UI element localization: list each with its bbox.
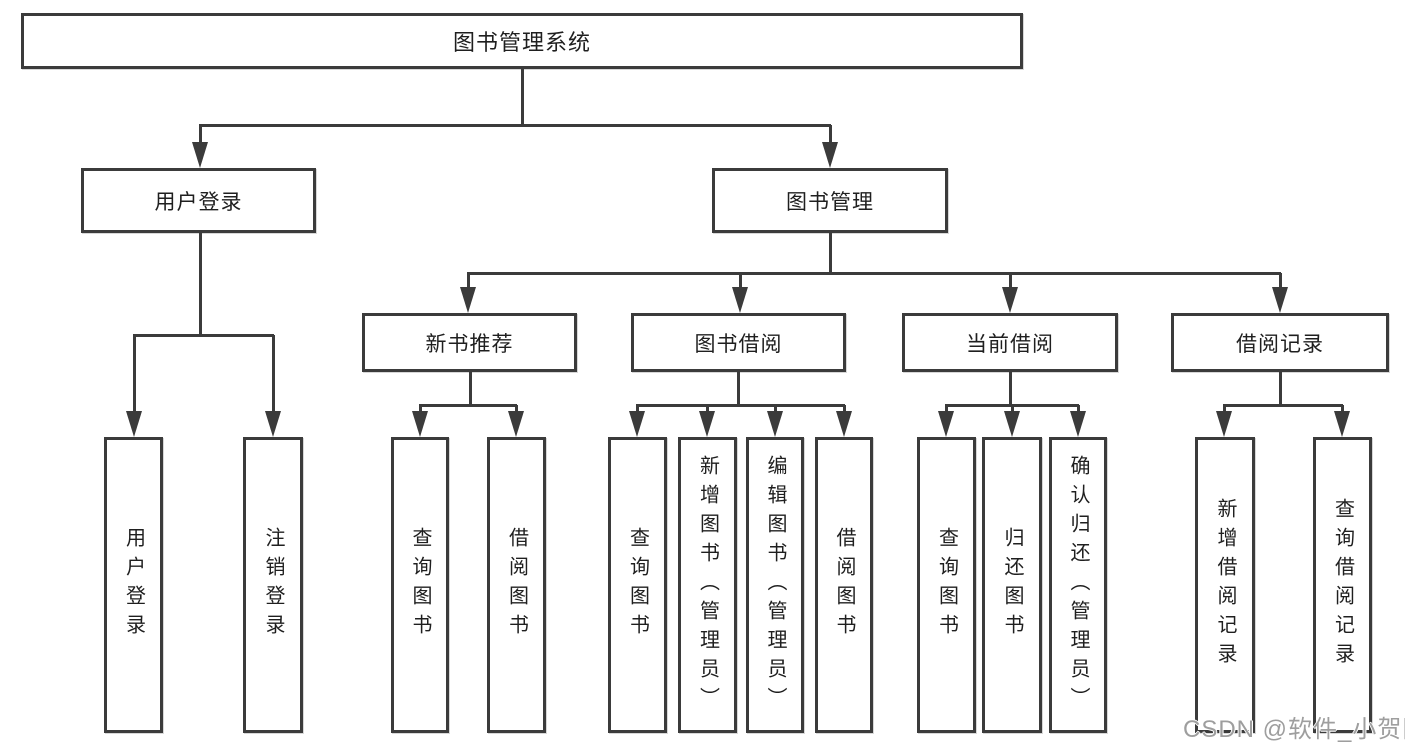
arrow-down-icon [732,287,748,313]
leaf-query-books-3: 查询图书 [917,437,976,733]
arrow-down-icon [192,142,208,168]
connector-line [1223,404,1343,407]
connector-line [272,335,275,415]
node-new-book-recommend: 新书推荐 [362,313,577,372]
connector-line [636,404,845,407]
node-root: 图书管理系统 [21,13,1023,69]
connector-line [1341,405,1344,415]
connector-line [1009,273,1012,291]
connector-line [199,233,202,337]
connector-line [419,405,422,415]
leaf-add-borrow-record: 新增借阅记录 [1195,437,1255,733]
arrow-down-icon [1002,287,1018,313]
arrow-down-icon [126,411,142,437]
arrow-down-icon [822,142,838,168]
arrow-down-icon [938,411,954,437]
watermark-text: CSDN @软件_小贺同学 [1183,716,1405,743]
connector-line [829,233,832,275]
connector-line [706,405,709,415]
leaf-edit-book-admin: 编辑图书（管理员） [746,437,804,733]
connector-line [1077,405,1080,415]
arrow-down-icon [1334,411,1350,437]
connector-line [829,125,832,146]
node-user-login: 用户登录 [81,168,316,233]
connector-line [774,405,777,415]
leaf-confirm-return-admin: 确认归还（管理员） [1049,437,1107,733]
leaf-borrow-books-2: 借阅图书 [815,437,873,733]
connector-line [467,273,470,291]
arrow-down-icon [699,411,715,437]
arrow-down-icon [1070,411,1086,437]
leaf-user-login: 用户登录 [104,437,163,733]
connector-line [843,405,846,415]
connector-line [1011,405,1014,415]
arrow-down-icon [265,411,281,437]
leaf-logout: 注销登录 [243,437,303,733]
leaf-query-borrow-record: 查询借阅记录 [1313,437,1372,733]
leaf-return-book: 归还图书 [982,437,1042,733]
connector-line [1223,405,1226,415]
leaf-query-books-1: 查询图书 [391,437,449,733]
node-book-borrow: 图书借阅 [631,313,846,372]
arrow-down-icon [412,411,428,437]
connector-line [737,372,740,407]
leaf-borrow-books-1: 借阅图书 [487,437,546,733]
arrow-down-icon [1216,411,1232,437]
connector-line [1279,372,1282,407]
node-current-borrow: 当前借阅 [902,313,1118,372]
arrow-down-icon [460,287,476,313]
connector-line [739,273,742,291]
connector-line [467,272,1281,275]
leaf-add-book-admin: 新增图书（管理员） [678,437,737,733]
connector-line [199,124,831,127]
arrow-down-icon [508,411,524,437]
connector-line [515,405,518,415]
connector-line [419,404,517,407]
connector-line [1009,372,1012,407]
connector-line [199,125,202,146]
arrow-down-icon [767,411,783,437]
arrow-down-icon [629,411,645,437]
node-borrow-records: 借阅记录 [1171,313,1389,372]
connector-line [133,334,274,337]
connector-line [469,372,472,407]
connector-line [636,405,639,415]
node-book-management: 图书管理 [712,168,948,233]
connector-line [1279,273,1282,291]
connector-line [945,405,948,415]
arrow-down-icon [836,411,852,437]
connector-line [133,335,136,415]
leaf-query-books-2: 查询图书 [608,437,667,733]
arrow-down-icon [1004,411,1020,437]
arrow-down-icon [1272,287,1288,313]
connector-line [521,69,524,127]
